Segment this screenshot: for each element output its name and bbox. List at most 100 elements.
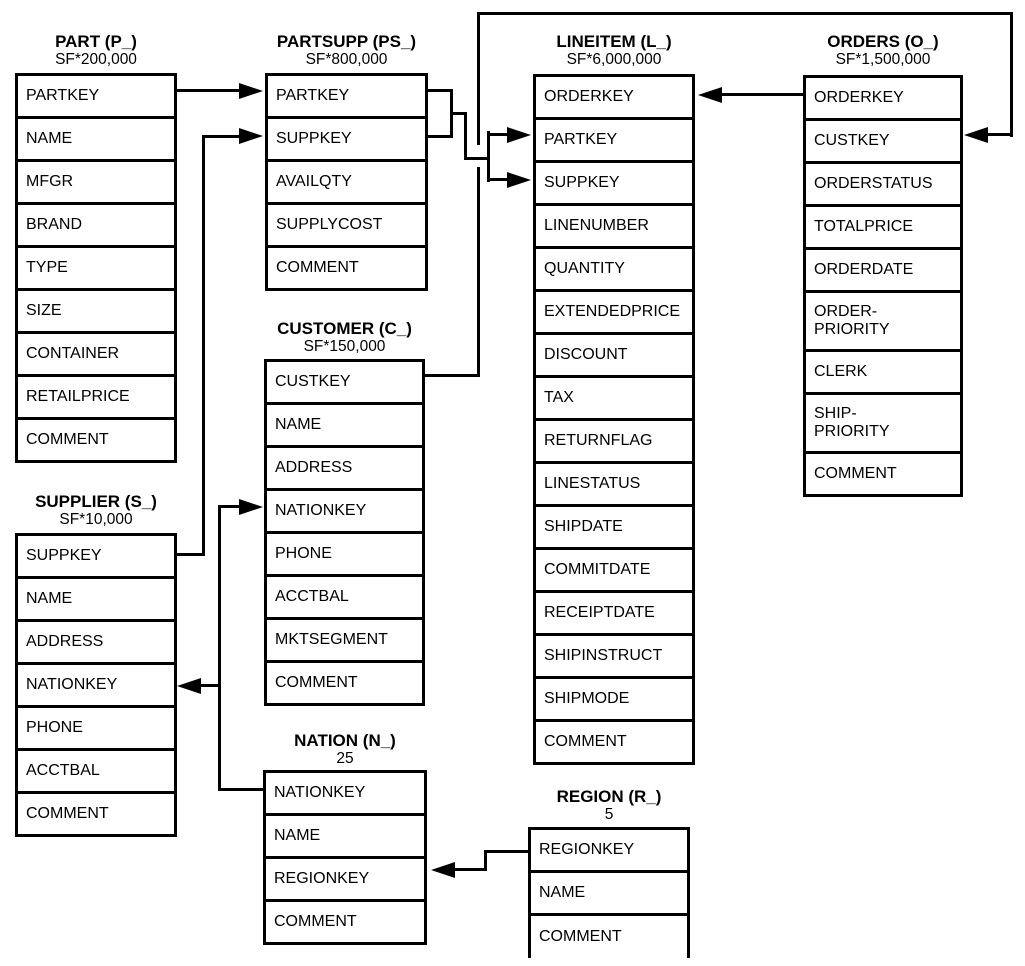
table-cardinality: SF*200,000: [55, 51, 137, 68]
field-row: COMMENT: [814, 465, 897, 482]
connector-segment: [202, 135, 239, 138]
field-row: NATIONKEY: [267, 491, 422, 534]
arrowhead-left-icon: [177, 678, 201, 694]
field-row: NAME: [18, 579, 174, 622]
arrowhead-right-icon: [507, 172, 531, 188]
field-row: TYPE: [18, 248, 174, 291]
table-title: ORDERS (O_): [827, 32, 939, 51]
arrowhead-right-icon: [239, 128, 263, 144]
field-row: RETAILPRICE: [18, 377, 174, 420]
field-row: RETURNFLAG: [536, 421, 692, 464]
field-row: DISCOUNT: [536, 335, 692, 378]
arrowhead-right-icon: [239, 499, 263, 515]
table-fields-box: ORDERKEY PARTKEY SUPPKEY LINENUMBER QUAN…: [533, 74, 695, 765]
field-row: REGIONKEY: [266, 859, 424, 902]
field-row: ADDRESS: [18, 622, 174, 665]
connector-segment: [218, 788, 266, 791]
arrowhead-right-icon: [507, 127, 531, 143]
field-row: SHIPDATE: [536, 507, 692, 550]
field-row: ORDER- PRIORITY: [806, 293, 960, 352]
table-title: SUPPLIER (S_): [35, 492, 157, 511]
field-row: COMMENT: [276, 259, 359, 276]
field-row: RECEIPTDATE: [536, 593, 692, 636]
table-fields-box: ORDERKEY CUSTKEY ORDERSTATUS TOTALPRICE …: [803, 75, 963, 497]
table-cardinality: SF*10,000: [59, 511, 133, 528]
table-cardinality: SF*1,500,000: [835, 51, 931, 68]
table-title: PART (P_): [55, 32, 137, 51]
field-row: CLERK: [806, 352, 960, 395]
field-row: SHIP- PRIORITY: [806, 395, 960, 454]
field-row: CUSTKEY: [267, 362, 422, 405]
field-row: SHIPINSTRUCT: [536, 636, 692, 679]
field-row: NAME: [266, 816, 424, 859]
field-row: NAME: [267, 405, 422, 448]
field-row: PHONE: [18, 708, 174, 751]
table-title: LINEITEM (L_): [556, 32, 672, 51]
table-fields-box: CUSTKEY NAME ADDRESS NATIONKEY PHONE ACC…: [264, 359, 425, 706]
field-row: ADDRESS: [267, 448, 422, 491]
field-row: EXTENDEDPRICE: [536, 292, 692, 335]
connector-segment: [450, 112, 467, 115]
field-row: ORDERKEY: [536, 77, 692, 120]
table-orders: ORDERS (O_) SF*1,500,000 ORDERKEY CUSTKE…: [803, 32, 963, 497]
field-row: NATIONKEY: [266, 773, 424, 816]
table-title: PARTSUPP (PS_): [276, 32, 417, 51]
table-cardinality: SF*150,000: [303, 338, 386, 355]
arrowhead-right-icon: [239, 83, 263, 99]
field-row: QUANTITY: [536, 249, 692, 292]
table-cardinality: SF*800,000: [305, 51, 388, 68]
field-row: SUPPKEY: [268, 119, 425, 162]
field-row: PARTKEY: [536, 120, 692, 163]
connector-segment: [477, 12, 480, 145]
field-row: COMMENT: [26, 431, 109, 448]
arrowhead-left-icon: [431, 862, 455, 878]
field-row: LINENUMBER: [536, 206, 692, 249]
arrowhead-left-icon: [698, 87, 722, 103]
table-title: NATION (N_): [294, 731, 396, 750]
field-row: AVAILQTY: [268, 162, 425, 205]
connector-segment: [487, 131, 490, 182]
connector-segment: [201, 684, 221, 687]
table-partsupp: PARTSUPP (PS_) SF*800,000 PARTKEY SUPPKE…: [265, 32, 428, 291]
connector-segment: [477, 167, 480, 377]
connector-segment: [477, 12, 1013, 15]
field-row: TOTALPRICE: [806, 207, 960, 250]
table-title: REGION (R_): [556, 787, 662, 806]
connector-segment: [177, 89, 239, 92]
table-lineitem: LINEITEM (L_) SF*6,000,000 ORDERKEY PART…: [533, 32, 695, 765]
table-nation: NATION (N_) 25 NATIONKEY NAME REGIONKEY …: [263, 731, 427, 945]
connector-segment: [722, 93, 803, 96]
field-row: COMMENT: [274, 913, 357, 930]
field-row: CUSTKEY: [806, 121, 960, 164]
connector-segment: [426, 89, 453, 92]
field-row: LINESTATUS: [536, 464, 692, 507]
connector-segment: [455, 868, 487, 871]
table-supplier: SUPPLIER (S_) SF*10,000 SUPPKEY NAME ADD…: [15, 492, 177, 837]
connector-segment: [487, 178, 507, 181]
table-title: CUSTOMER (C_): [277, 319, 412, 338]
connector-segment: [424, 374, 480, 377]
field-row: REGIONKEY: [531, 830, 687, 873]
table-region: REGION (R_) 5 REGIONKEY NAME COMMENT: [528, 787, 690, 958]
table-part: PART (P_) SF*200,000 PARTKEY NAME MFGR B…: [15, 32, 177, 463]
field-row: SIZE: [18, 291, 174, 334]
table-cardinality: SF*6,000,000: [566, 51, 662, 68]
connector-segment: [177, 553, 205, 556]
field-row: NAME: [531, 873, 687, 916]
connector-segment: [464, 157, 490, 160]
field-row: COMMITDATE: [536, 550, 692, 593]
connector-segment: [484, 850, 487, 871]
table-cardinality: 25: [336, 750, 354, 767]
connector-segment: [487, 133, 507, 136]
table-cardinality: 5: [604, 806, 614, 823]
field-row: NAME: [18, 119, 174, 162]
field-row: SHIPMODE: [536, 679, 692, 722]
table-fields-box: PARTKEY SUPPKEY AVAILQTY SUPPLYCOST COMM…: [265, 73, 428, 291]
table-customer: CUSTOMER (C_) SF*150,000 CUSTKEY NAME AD…: [264, 319, 425, 706]
field-row: PHONE: [267, 534, 422, 577]
field-row: SUPPKEY: [536, 163, 692, 206]
connector-segment: [988, 133, 1013, 136]
connector-segment: [464, 112, 467, 160]
connector-segment: [202, 135, 205, 556]
